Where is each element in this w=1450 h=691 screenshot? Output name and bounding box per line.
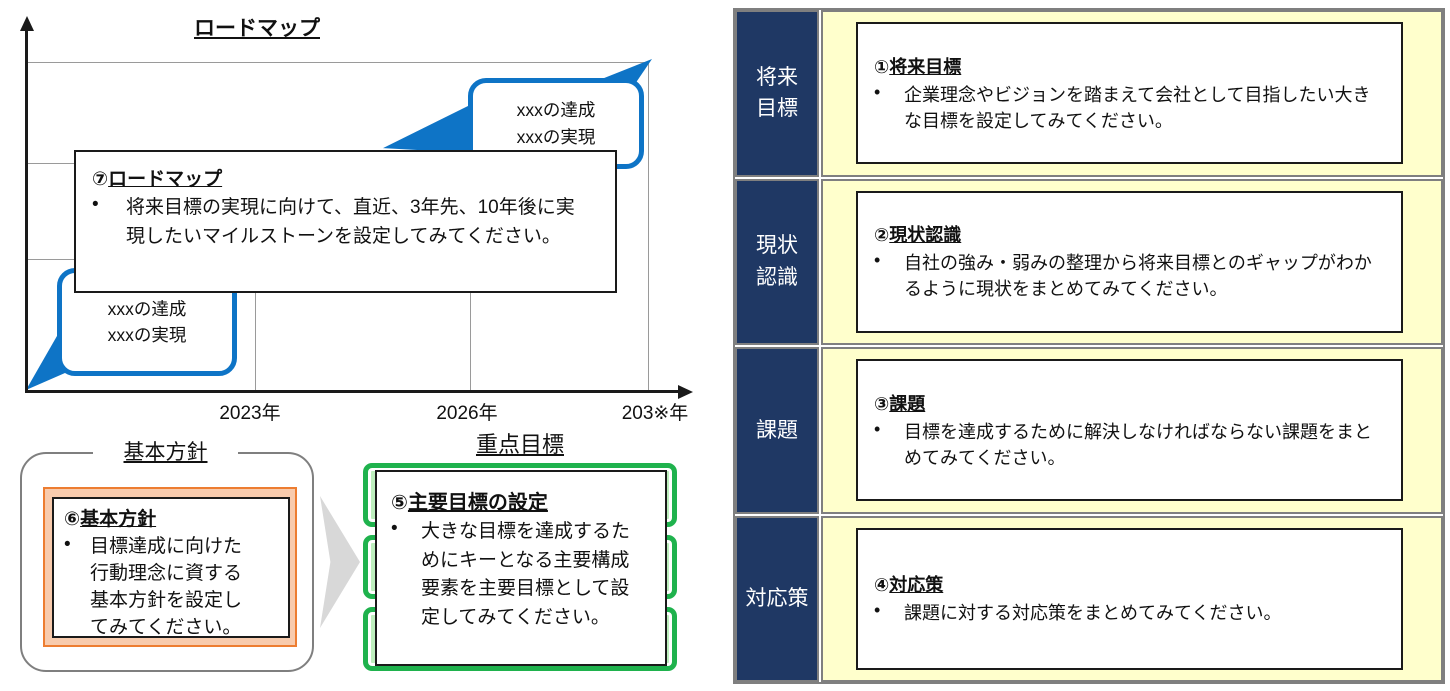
key-goals-box: ⑤主要目標の設定 • 大きな目標を達成するためにキーとなる主要構成要素を主要目標… xyxy=(375,470,667,666)
note-label: 主要目標の設定 xyxy=(407,492,548,514)
row-body: 自社の強み・弱みの整理から将来目標とのギャップがわかるように現状をまとめてみてく… xyxy=(904,253,1372,300)
table-row: 対応策 ④対応策 • 課題に対する対応策をまとめてみてください。 xyxy=(735,515,1443,682)
roadmap-note-title: ⑦ロードマップ xyxy=(92,164,599,191)
axis-tick-2026: 2026年 xyxy=(436,403,498,424)
y-axis-arrow-icon xyxy=(19,16,34,31)
row-panel: ①将来目標 • 企業理念やビジョンを踏まえて会社として目指したい大きな目標を設定… xyxy=(821,10,1443,177)
note-label: 基本方針 xyxy=(80,509,157,530)
note-number: ① xyxy=(874,56,890,77)
note-number: ③ xyxy=(874,393,890,414)
row-box: ①将来目標 • 企業理念やビジョンを踏まえて会社として目指したい大きな目標を設定… xyxy=(856,22,1403,165)
row-panel: ④対応策 • 課題に対する対応策をまとめてみてください。 xyxy=(821,515,1443,682)
table-row: 課題 ③課題 • 目標を達成するために解決しなければならない課題をまとめてみてく… xyxy=(735,347,1443,514)
note-label: 将来目標 xyxy=(889,56,962,77)
row-box: ④対応策 • 課題に対する対応策をまとめてみてください。 xyxy=(856,527,1403,670)
callout-line: xxxの実現 xyxy=(516,126,596,147)
bullet-icon: • xyxy=(64,534,71,555)
row-bullet: • 目標を達成するために解決しなければならない課題をまとめてみてください。 xyxy=(874,419,1385,471)
row-body: 目標を達成するために解決しなければならない課題をまとめてみてください。 xyxy=(904,421,1372,468)
table-row: 将来 目標 ①将来目標 • 企業理念やビジョンを踏まえて会社として目指したい大き… xyxy=(735,10,1443,177)
note-number: ⑦ xyxy=(92,169,109,190)
note-number: ② xyxy=(874,225,890,246)
callout-line: xxxの達成 xyxy=(516,100,596,121)
note-label: ロードマップ xyxy=(108,169,223,190)
basic-policy-title: ⑥基本方針 xyxy=(64,504,288,531)
table-row: 現状 認識 ②現状認識 • 自社の強み・弱みの整理から将来目標とのギャップがわか… xyxy=(735,178,1443,345)
key-goals-section-title: 重点目標 xyxy=(475,432,564,457)
row-header-current-state: 現状 認識 xyxy=(735,178,819,345)
basic-policy-section-title: 基本方針 xyxy=(93,436,238,466)
gridline-right-edge xyxy=(648,62,649,392)
bullet-icon: • xyxy=(874,250,881,271)
x-axis xyxy=(25,390,681,393)
note-label: 現状認識 xyxy=(889,225,962,246)
gridline-2023 xyxy=(255,259,256,392)
bullet-icon: • xyxy=(874,600,881,621)
callout-line: xxxの実現 xyxy=(107,325,187,345)
row-panel: ②現状認識 • 自社の強み・弱みの整理から将来目標とのギャップがわかるように現状… xyxy=(821,178,1443,345)
key-goals-bullet: • 大きな目標を達成するためにキーとなる主要構成要素を主要目標として設定してみて… xyxy=(391,518,665,632)
callout-line: xxxの達成 xyxy=(107,298,187,319)
row-title: ③課題 xyxy=(874,390,1385,416)
bullet-icon: • xyxy=(874,81,881,102)
note-label: 課題 xyxy=(889,393,926,414)
key-goals-body: 大きな目標を達成するためにキーとなる主要構成要素を主要目標として設定してみてくだ… xyxy=(421,521,631,628)
note-number: ⑥ xyxy=(64,509,81,530)
row-title: ④対応策 xyxy=(874,571,1385,597)
right-arrow-icon xyxy=(320,496,360,628)
row-header-future-goal: 将来 目標 xyxy=(735,10,819,177)
summary-table: 将来 目標 ①将来目標 • 企業理念やビジョンを踏まえて会社として目指したい大き… xyxy=(733,8,1445,684)
roadmap-note-body: 将来目標の実現に向けて、直近、3年先、10年後に実現したいマイルストーンを設定し… xyxy=(126,197,575,247)
note-label: 対応策 xyxy=(889,575,944,596)
x-axis-arrow-icon xyxy=(678,384,693,399)
row-body: 企業理念やビジョンを踏まえて会社として目指したい大きな目標を設定してみてください… xyxy=(904,84,1371,131)
roadmap-title: ロードマップ xyxy=(194,17,320,40)
gridline-step3-top xyxy=(26,62,648,63)
row-body: 課題に対する対応策をまとめてみてください。 xyxy=(904,603,1282,624)
roadmap-note-box: ⑦ロードマップ • 将来目標の実現に向けて、直近、3年先、10年後に実現したいマ… xyxy=(74,150,617,293)
key-goals-title: ⑤主要目標の設定 xyxy=(391,486,665,515)
row-bullet: • 自社の強み・弱みの整理から将来目標とのギャップがわかるように現状をまとめてみ… xyxy=(874,250,1385,302)
axis-tick-203x: 203※年 xyxy=(621,403,689,424)
basic-policy-body: 目標達成に向けた行動理念に資する基本方針を設定してみてください。 xyxy=(90,536,243,638)
row-header-issues: 課題 xyxy=(735,347,819,514)
callout-top-tail-left xyxy=(383,104,472,153)
roadmap-note-bullet: • 将来目標の実現に向けて、直近、3年先、10年後に実現したいマイルストーンを設… xyxy=(92,194,599,251)
y-axis xyxy=(25,30,28,392)
row-bullet: • 企業理念やビジョンを踏まえて会社として目指したい大きな目標を設定してみてくだ… xyxy=(874,82,1385,134)
basic-policy-bullet: • 目標達成に向けた行動理念に資する基本方針を設定してみてください。 xyxy=(64,534,288,642)
bullet-icon: • xyxy=(391,518,398,539)
row-header-countermeasures: 対応策 xyxy=(735,515,819,682)
note-number: ④ xyxy=(874,575,890,596)
note-number: ⑤ xyxy=(391,492,408,514)
row-bullet: • 課題に対する対応策をまとめてみてください。 xyxy=(874,600,1385,626)
axis-tick-2023: 2023年 xyxy=(219,403,281,424)
basic-policy-box: ⑥基本方針 • 目標達成に向けた行動理念に資する基本方針を設定してみてください。 xyxy=(52,497,290,638)
row-title: ②現状認識 xyxy=(874,221,1385,247)
bullet-icon: • xyxy=(874,418,881,439)
row-panel: ③課題 • 目標を達成するために解決しなければならない課題をまとめてみてください… xyxy=(821,347,1443,514)
bullet-icon: • xyxy=(92,194,99,215)
row-title: ①将来目標 xyxy=(874,53,1385,79)
row-box: ②現状認識 • 自社の強み・弱みの整理から将来目標とのギャップがわかるように現状… xyxy=(856,190,1403,333)
row-box: ③課題 • 目標を達成するために解決しなければならない課題をまとめてみてください… xyxy=(856,359,1403,502)
